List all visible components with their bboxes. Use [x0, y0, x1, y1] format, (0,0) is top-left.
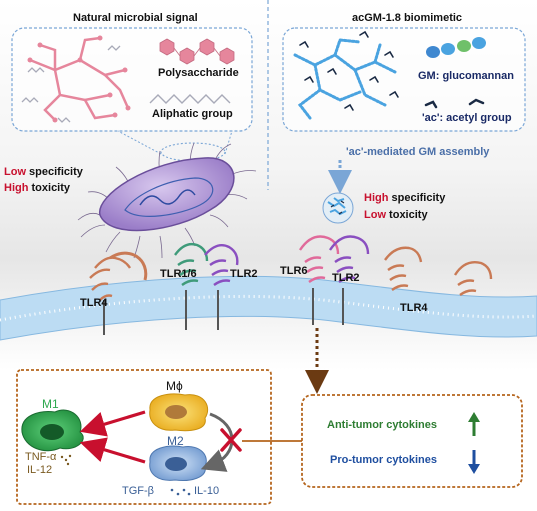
il12-label: IL-12 [27, 464, 53, 476]
bacterium-icon [77, 142, 257, 259]
toxicity-word: toxicity [28, 182, 71, 194]
tlr2-right-label: TLR2 [332, 272, 360, 284]
right-legend-panel [282, 27, 526, 132]
m2-cell-icon [149, 445, 207, 481]
specificity-word-right: specificity [388, 192, 446, 204]
tlr1-6-label: TLR1/6 [160, 268, 197, 280]
low-word-right: Low [364, 209, 386, 221]
polysaccharide-label: Polysaccharide [158, 67, 239, 79]
gm-label: GM: glucomannan [418, 70, 514, 82]
zoom-connector-1 [117, 130, 162, 155]
tlr6-receptor [299, 235, 340, 325]
high-word-right: High [364, 192, 389, 204]
assembly-label: 'ac'-mediated GM assembly [346, 146, 490, 158]
zoom-bubble [160, 142, 226, 162]
aliphatic-label: Aliphatic group [152, 108, 233, 120]
polysaccharide-tree-icon [28, 36, 130, 122]
cytokine-box [301, 394, 523, 488]
tlr2-left-label: TLR2 [230, 268, 258, 280]
tlr2-right-receptor [329, 235, 370, 325]
left-panel-title: Natural microbial signal [73, 12, 198, 24]
cell-membrane [0, 275, 537, 341]
tlr4-right-label: TLR4 [400, 302, 428, 314]
left-specificity-line: Low specificity [4, 166, 83, 178]
down-arrow-icon [468, 450, 480, 474]
right-panel-title: acGM-1.8 biomimetic [352, 12, 463, 24]
tlr2-left-receptor [204, 244, 239, 330]
left-toxicity-line: High toxicity [4, 182, 70, 194]
right-toxicity-line: Low toxicity [364, 209, 428, 221]
right-specificity-line: High specificity [364, 192, 445, 204]
tgf-label: TGF-β [122, 485, 154, 497]
up-arrow-icon [468, 412, 480, 436]
tlr4-mid-receptor [384, 246, 423, 291]
aliphatic-tail-icons [21, 45, 121, 123]
m2-to-m1-arrow [79, 437, 146, 464]
cytokine-dots-bottom [170, 488, 191, 496]
low-word: Low [4, 166, 26, 178]
gm-network-icon [293, 38, 397, 120]
toxicity-word-right: toxicity [386, 209, 428, 221]
cytokine-dots-left [60, 454, 72, 466]
tnf-label: TNF-α [25, 451, 57, 463]
polysaccharide-legend-icon [159, 38, 235, 65]
il10-label: IL-10 [194, 485, 220, 497]
tlr4-right-receptor [453, 261, 493, 296]
mphi-to-m1-arrow [79, 410, 146, 437]
m1-label: M1 [42, 397, 59, 411]
acetyl-marks-icon [299, 30, 399, 111]
anti-tumor-label: Anti-tumor cytokines [327, 419, 438, 431]
mphi-cell-icon [149, 393, 209, 432]
tlr6-label: TLR6 [280, 265, 308, 277]
block-cross-icon [220, 428, 242, 452]
m1-cell-icon [21, 409, 84, 452]
gm-legend-icon [426, 37, 486, 58]
high-word: High [4, 182, 29, 194]
acetyl-legend-icon [424, 98, 485, 109]
acetyl-label: 'ac': acetyl group [422, 112, 512, 124]
specificity-word: specificity [26, 166, 83, 178]
gm-assembly-particle [322, 192, 354, 224]
tlr4-left-receptor [89, 251, 148, 335]
tlr4-left-label: TLR4 [80, 297, 108, 309]
pro-tumor-label: Pro-tumor cytokines [330, 454, 437, 466]
aliphatic-legend-icon [149, 94, 231, 104]
m2-label: M2 [167, 434, 184, 448]
mphi-label: Mϕ [166, 379, 183, 393]
zoom-connector-2 [224, 130, 233, 155]
polysaccharide-beads [27, 35, 131, 123]
